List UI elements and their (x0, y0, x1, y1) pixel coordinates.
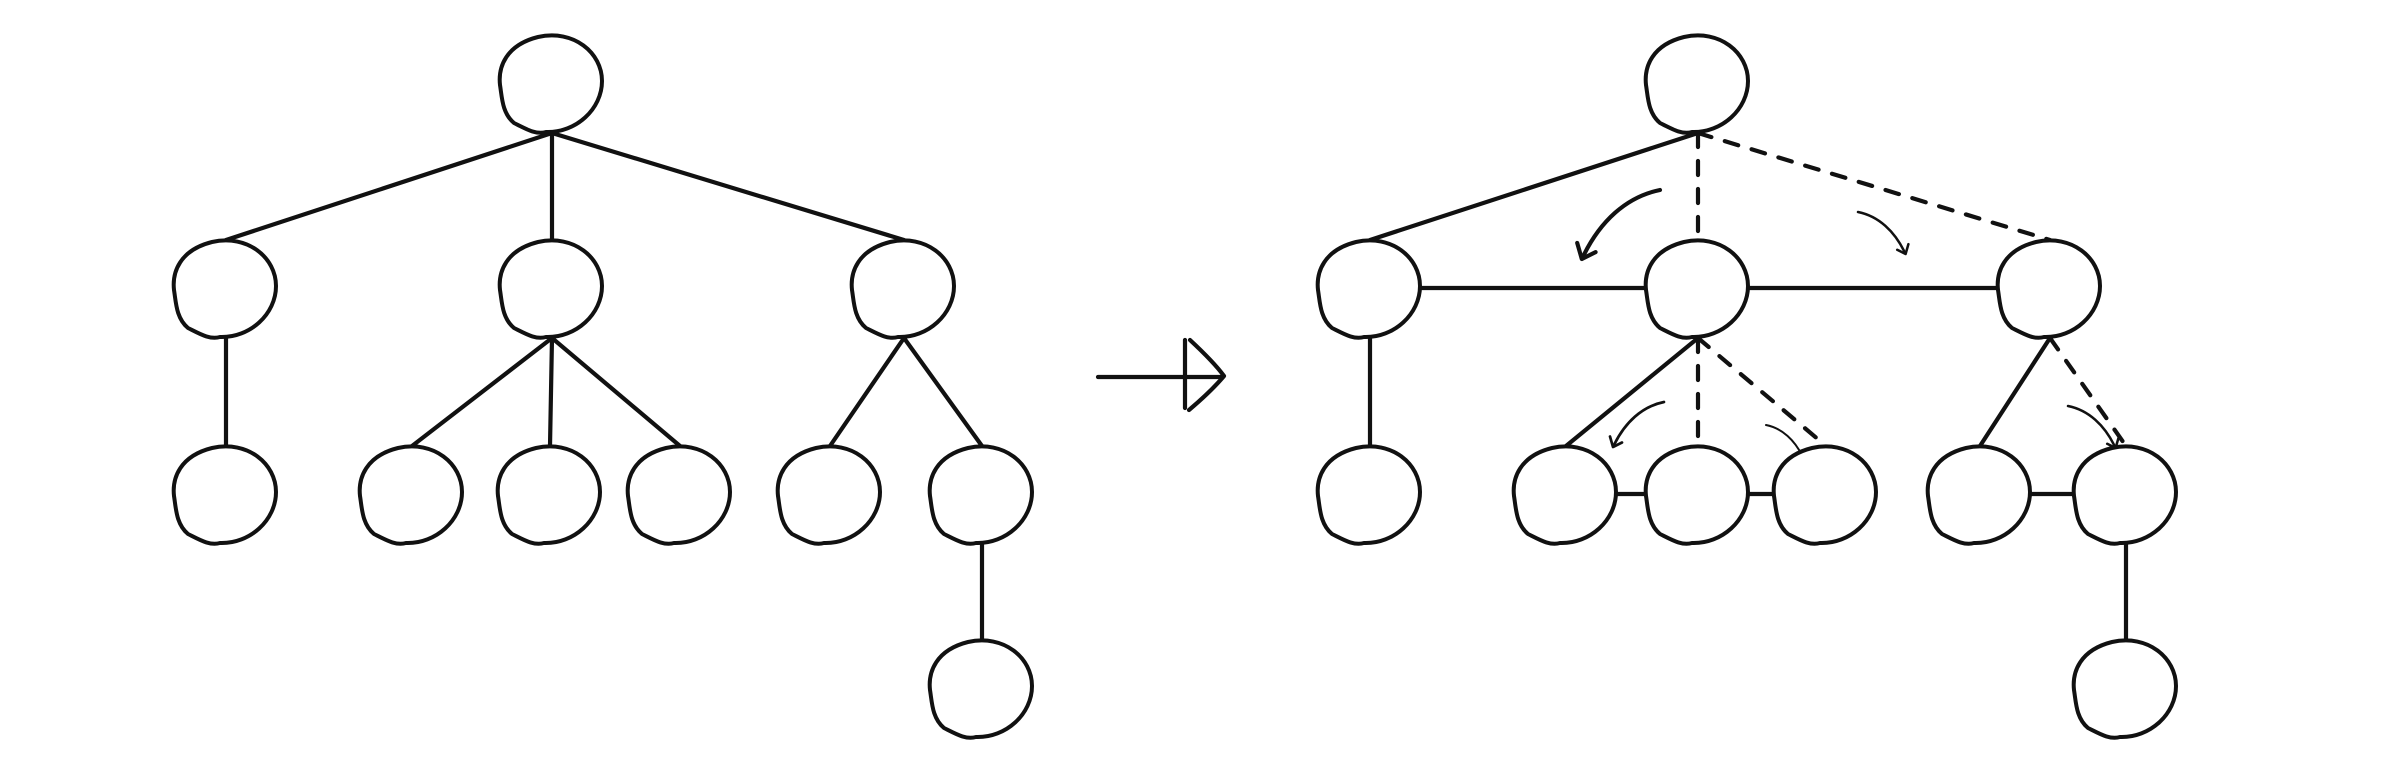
after-tree-curl-arrows (1575, 187, 2120, 459)
after-node-c1 (1925, 444, 2033, 546)
before-node-b2 (495, 444, 603, 546)
curved-arrow-icon (2066, 404, 2120, 450)
before-edge-root-a (223, 130, 555, 243)
before-node-b (497, 238, 605, 340)
before-node-c2a (927, 638, 1035, 740)
after-node-c (1995, 238, 2103, 340)
before-edge-root-c (549, 130, 907, 243)
right-arrow-icon (1095, 337, 1227, 413)
after-edge-b-b3 (1695, 335, 1829, 449)
curved-arrow-icon (1608, 400, 1666, 449)
curved-arrow-icon (1575, 187, 1663, 262)
before-node-b1 (357, 444, 465, 546)
before-tree-nodes (171, 33, 1035, 740)
after-node-a1 (1315, 444, 1423, 546)
after-node-b3 (1771, 444, 1879, 546)
after-edge-root-a (1367, 130, 1701, 243)
after-node-root (1643, 33, 1751, 135)
before-node-a (171, 238, 279, 340)
after-tree-edges (1367, 130, 2129, 643)
after-edge-b-b1 (1563, 335, 1701, 449)
before-edge-b-b1 (409, 335, 555, 449)
before-node-a1 (171, 444, 279, 546)
after-node-c2a (2071, 638, 2179, 740)
before-tree-edges (223, 130, 985, 643)
before-node-c2 (927, 444, 1035, 546)
before-node-b3 (625, 444, 733, 546)
before-node-c (849, 238, 957, 340)
after-node-a (1315, 238, 1423, 340)
curved-arrow-icon (1856, 210, 1910, 256)
after-edge-c-c1 (1977, 335, 2053, 449)
before-edge-b-b3 (549, 335, 683, 449)
after-edge-root-c (1695, 130, 2053, 243)
after-node-b2 (1643, 444, 1751, 546)
before-edge-b-b2 (547, 335, 555, 449)
after-node-c2 (2071, 444, 2179, 546)
after-tree (1315, 33, 2179, 740)
after-node-b (1643, 238, 1751, 340)
before-node-c1 (775, 444, 883, 546)
after-tree-nodes (1315, 33, 2179, 740)
before-edge-c-c2 (901, 335, 985, 449)
after-node-b1 (1511, 444, 1619, 546)
after-edge-c-c2 (2047, 335, 2129, 449)
before-node-root (497, 33, 605, 135)
before-edge-c-c1 (827, 335, 907, 449)
before-tree (171, 33, 1035, 740)
